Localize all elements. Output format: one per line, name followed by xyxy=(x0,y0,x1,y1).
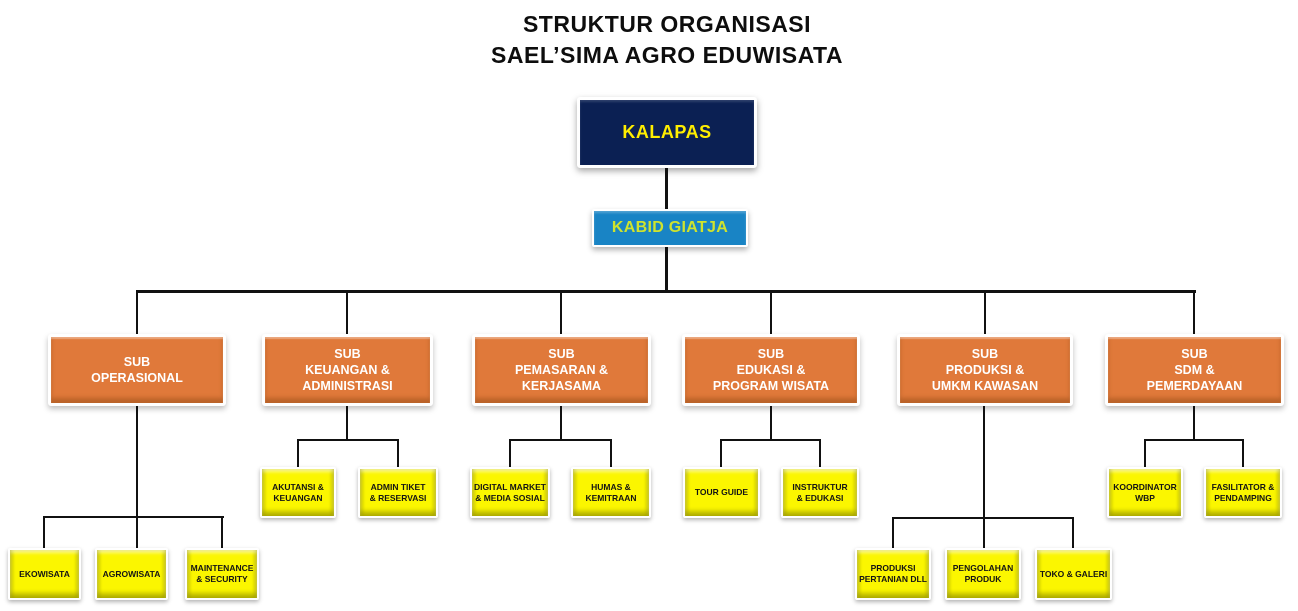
node-sub-operasional-label: SUB OPERASIONAL xyxy=(91,355,183,385)
node-kalapas: KALAPAS xyxy=(577,97,757,168)
node-humas-kemitraan-label: HUMAS & KEMITRAAN xyxy=(585,481,637,503)
node-tour-guide-label: TOUR GUIDE xyxy=(694,487,749,497)
connector-pemasaran-bar xyxy=(509,439,612,441)
connector-operasional-bar xyxy=(43,516,224,518)
node-sub-keuangan-administrasi-label: SUB KEUANGAN & ADMINISTRASI xyxy=(302,347,393,393)
node-sub-sdm-pemerdayaan: SUB SDM & PEMERDAYAAN xyxy=(1105,334,1284,406)
page-title: STRUKTUR ORGANISASI SAEL’SIMA AGRO EDUWI… xyxy=(36,9,1298,71)
node-koordinator-wbp-label: KOORDINATOR WBP xyxy=(1113,481,1177,503)
node-ekowisata: EKOWISATA xyxy=(8,548,81,600)
connector-sdm-right xyxy=(1242,439,1244,467)
node-digital-market-media-sosial-label: DIGITAL MARKET & MEDIA SOSIAL xyxy=(474,481,546,503)
node-sub-pemasaran-kerjasama: SUB PEMASARAN & KERJASAMA xyxy=(472,334,651,406)
connector-edukasi-left xyxy=(720,439,722,467)
connector-operasional-right xyxy=(221,516,223,548)
node-humas-kemitraan: HUMAS & KEMITRAAN xyxy=(571,467,651,518)
node-sub-produksi-umkm-kawasan: SUB PRODUKSI & UMKM KAWASAN xyxy=(897,334,1073,406)
connector-manager-stem xyxy=(665,247,668,291)
node-toko-galeri: TOKO & GALERI xyxy=(1035,548,1112,600)
node-agrowisata-label: AGROWISATA xyxy=(102,568,161,579)
node-sub-pemasaran-kerjasama-label: SUB PEMASARAN & KERJASAMA xyxy=(514,347,609,393)
node-admin-tiket-reservasi: ADMIN TIKET & RESERVASI xyxy=(358,467,438,518)
connector-keuangan-left xyxy=(297,439,299,467)
connector-edukasi-bar xyxy=(720,439,821,441)
connector-pemasaran-stem xyxy=(560,406,562,441)
node-fasilitator-pendamping-label: FASILITATOR & PENDAMPING xyxy=(1211,481,1275,503)
page-title-line2: SAEL’SIMA AGRO EDUWISATA xyxy=(491,42,843,68)
connector-drop-pemasaran xyxy=(560,292,562,334)
node-pengolahan-produk: PENGOLAHAN PRODUK xyxy=(945,548,1021,600)
node-tour-guide: TOUR GUIDE xyxy=(683,467,760,518)
node-instruktur-edukasi-label: INSTRUKTUR & EDUKASI xyxy=(792,481,848,503)
node-maintenance-security: MAINTENANCE & SECURITY xyxy=(185,548,259,600)
connector-root-manager xyxy=(665,168,668,209)
connector-sdm-stem xyxy=(1193,406,1195,441)
connector-sdm-left xyxy=(1144,439,1146,467)
node-sub-keuangan-administrasi: SUB KEUANGAN & ADMINISTRASI xyxy=(262,334,433,406)
connector-drop-edukasi xyxy=(770,292,772,334)
node-admin-tiket-reservasi-label: ADMIN TIKET & RESERVASI xyxy=(369,481,427,503)
node-maintenance-security-label: MAINTENANCE & SECURITY xyxy=(190,563,254,584)
connector-keuangan-right xyxy=(397,439,399,467)
connector-pemasaran-left xyxy=(509,439,511,467)
node-produksi-pertanian: PRODUKSI PERTANIAN DLL xyxy=(855,548,931,600)
node-toko-galeri-label: TOKO & GALERI xyxy=(1039,568,1108,579)
node-sub-sdm-pemerdayaan-label: SUB SDM & PEMERDAYAAN xyxy=(1146,347,1243,393)
connector-produksi-stem xyxy=(983,406,985,548)
connector-keuangan-stem xyxy=(346,406,348,441)
connector-pemasaran-right xyxy=(610,439,612,467)
connector-sdm-bar xyxy=(1144,439,1244,441)
node-instruktur-edukasi: INSTRUKTUR & EDUKASI xyxy=(781,467,859,518)
node-pengolahan-produk-label: PENGOLAHAN PRODUK xyxy=(952,563,1014,584)
connector-main-bar xyxy=(136,290,1196,293)
node-sub-operasional: SUB OPERASIONAL xyxy=(48,334,226,406)
node-digital-market-media-sosial: DIGITAL MARKET & MEDIA SOSIAL xyxy=(470,467,550,518)
connector-operasional-stem xyxy=(136,406,138,548)
node-ekowisata-label: EKOWISATA xyxy=(19,568,70,579)
node-kabid-giatja: KABID GIATJA xyxy=(592,209,748,247)
connector-produksi-bar xyxy=(892,517,1074,519)
node-produksi-pertanian-label: PRODUKSI PERTANIAN DLL xyxy=(859,563,927,584)
node-akutansi-keuangan: AKUTANSI & KEUANGAN xyxy=(260,467,336,518)
connector-drop-operasional xyxy=(136,292,138,334)
page-title-line1: STRUKTUR ORGANISASI xyxy=(522,11,812,37)
connector-drop-sdm xyxy=(1193,292,1195,334)
connector-edukasi-right xyxy=(819,439,821,467)
connector-edukasi-stem xyxy=(770,406,772,441)
node-koordinator-wbp: KOORDINATOR WBP xyxy=(1107,467,1183,518)
connector-operasional-left xyxy=(43,516,45,548)
node-sub-edukasi-program-wisata-label: SUB EDUKASI & PROGRAM WISATA xyxy=(712,347,830,393)
node-kalapas-label: KALAPAS xyxy=(622,122,712,142)
node-sub-edukasi-program-wisata: SUB EDUKASI & PROGRAM WISATA xyxy=(682,334,860,406)
node-kabid-giatja-label: KABID GIATJA xyxy=(611,219,729,236)
connector-produksi-left xyxy=(892,517,894,548)
node-fasilitator-pendamping: FASILITATOR & PENDAMPING xyxy=(1204,467,1282,518)
node-sub-produksi-umkm-kawasan-label: SUB PRODUKSI & UMKM KAWASAN xyxy=(931,347,1039,393)
connector-drop-produksi xyxy=(984,292,986,334)
connector-drop-keuangan xyxy=(346,292,348,334)
connector-keuangan-bar xyxy=(297,439,399,441)
node-akutansi-keuangan-label: AKUTANSI & KEUANGAN xyxy=(272,481,324,503)
connector-produksi-right xyxy=(1072,517,1074,548)
node-agrowisata: AGROWISATA xyxy=(95,548,168,600)
